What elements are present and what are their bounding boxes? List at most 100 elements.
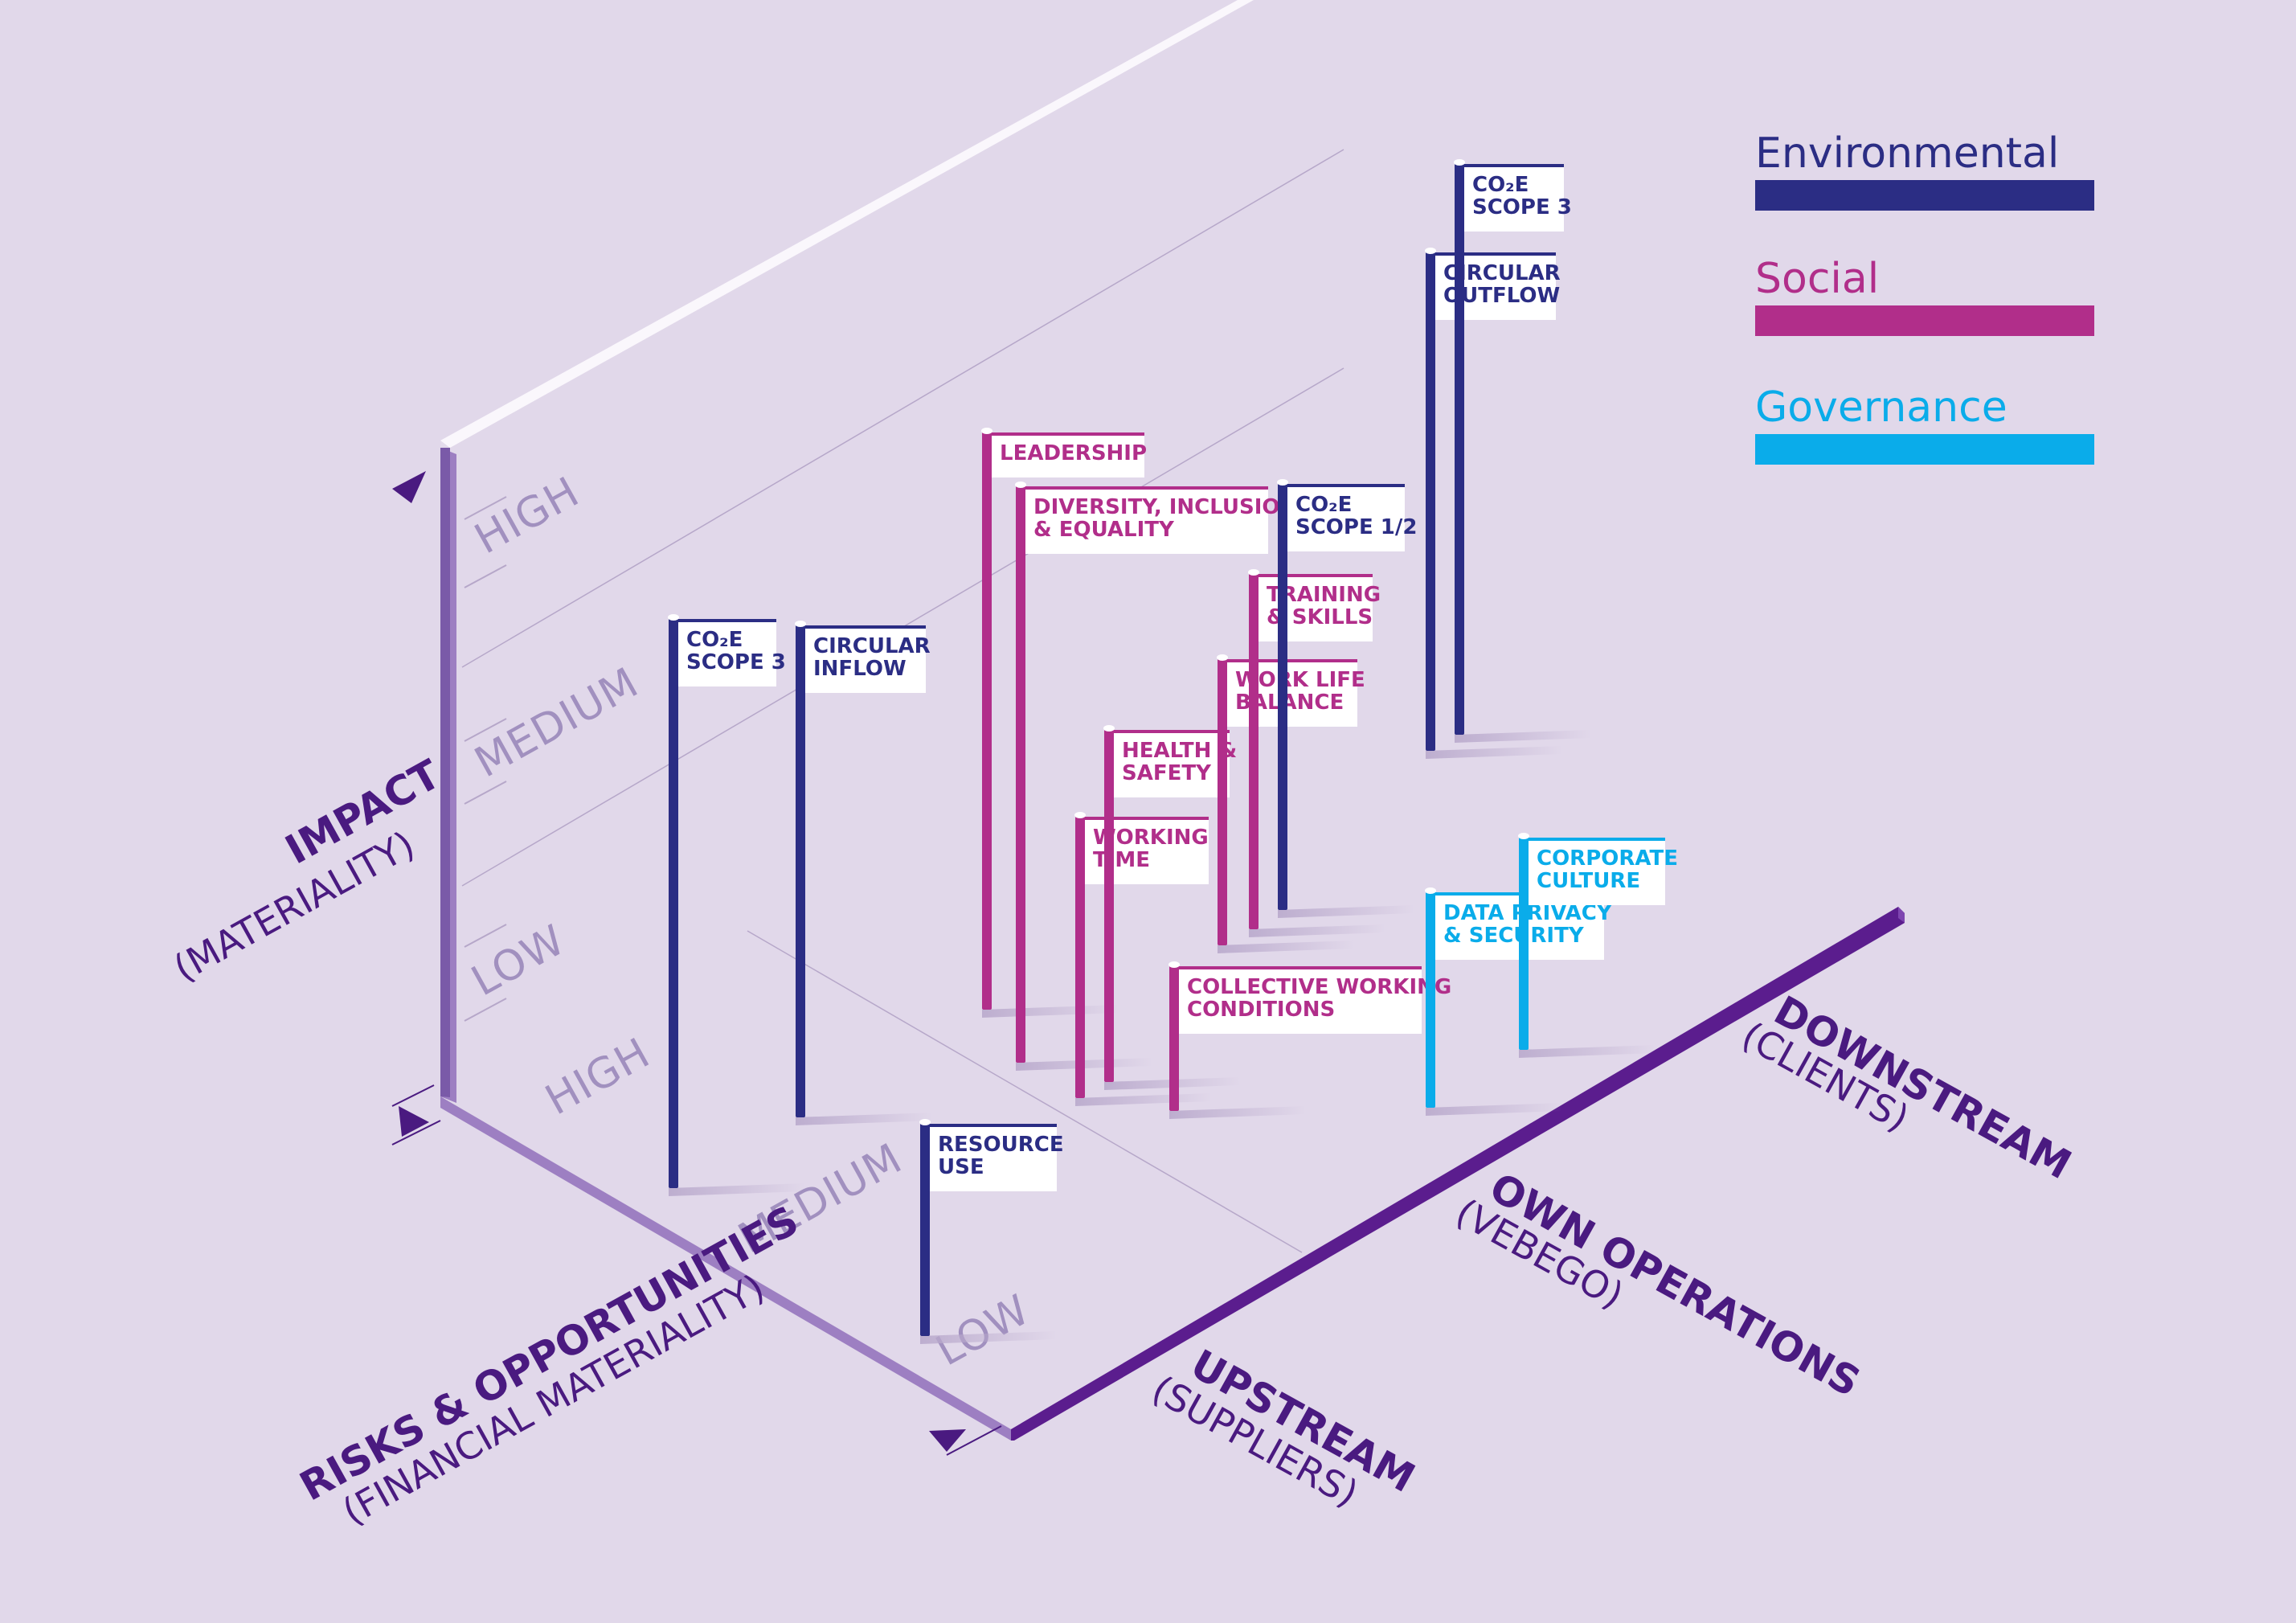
flag-shadow (1249, 924, 1385, 937)
risks-axis-arrow (929, 1429, 966, 1452)
flag-banner (678, 619, 776, 686)
flag-label-line: USE (938, 1155, 984, 1179)
flag-pole (1278, 482, 1287, 910)
flag-banner (1259, 574, 1373, 641)
flag-label-line: CULTURE (1537, 869, 1640, 893)
flag-pole (1169, 965, 1179, 1111)
flag-label-line: INFLOW (813, 657, 907, 681)
risks-axis-subtitle: (FINANCIAL MATERIALITY) (335, 1265, 771, 1534)
flag-banner-edge (1025, 486, 1268, 490)
flag-banner (805, 625, 926, 693)
flag-label-line: SCOPE 1/2 (1295, 515, 1417, 539)
flag-banner-edge (930, 1124, 1057, 1127)
legend-item-env: Environmental (1755, 129, 2094, 211)
flag-shadow (1426, 746, 1562, 759)
impact-axis (391, 448, 507, 1146)
flag-label-line: SCOPE 3 (686, 650, 786, 674)
impact-level-high: HIGH (467, 468, 587, 564)
flag-pole-cap (1074, 812, 1086, 818)
flag-shadow (1278, 905, 1414, 918)
flag-pole (669, 617, 678, 1188)
flag-pole-cap (668, 614, 679, 621)
flag-shadow (1519, 1045, 1655, 1058)
risks-axis-title: RISKS & OPPORTUNITIES (293, 1197, 806, 1510)
flag-pole (796, 624, 805, 1117)
risks-axis (440, 1096, 1011, 1456)
legend-bar-gov (1755, 434, 2094, 465)
flag-shadow (1218, 941, 1354, 953)
flag-banner-edge (678, 619, 776, 622)
impact-axis-arrow-top (392, 471, 426, 503)
flag-shadow (1426, 1103, 1562, 1116)
flag-pole-cap (795, 621, 806, 627)
flag-banner-edge (1529, 838, 1665, 841)
flag-label-line: & EQUALITY (1033, 518, 1175, 542)
value-chain-axis (1011, 907, 1905, 1441)
flag-pole (1455, 162, 1464, 735)
flag-pole-cap (1103, 725, 1115, 732)
legend-label-soc: Social (1755, 255, 1879, 303)
flag-label-line: COLLECTIVE WORKING (1187, 975, 1451, 999)
flag-pole (1249, 572, 1259, 929)
flag-pole-cap (919, 1119, 931, 1125)
flag-shadow (920, 1331, 1057, 1344)
flag-pole (1426, 891, 1435, 1108)
flag-banner-edge (1259, 574, 1373, 577)
flag-diversity-inclusion-equality-4: DIVERSITY, INCLUSION& EQUALITY (1015, 482, 1297, 1071)
flag-pole-cap (1454, 159, 1465, 166)
flag-label-line: RESOURCE (938, 1133, 1064, 1157)
flag-pole-cap (981, 428, 992, 434)
flag-pole (1016, 485, 1025, 1063)
legend-label-env: Environmental (1755, 129, 2059, 178)
legend-label-gov: Governance (1755, 383, 2007, 432)
flag-label-line: CORPORATE (1537, 846, 1678, 871)
flag-banner (930, 1124, 1057, 1191)
flag-pole-cap (1217, 654, 1228, 661)
flag-pole (982, 431, 992, 1010)
flag-pole-cap (1518, 833, 1529, 839)
flag-shadow (1075, 1093, 1212, 1106)
flag-health-safety-6: HEALTH &SAFETY (1103, 725, 1241, 1090)
flag-label-line: CO₂E (1295, 493, 1352, 517)
flag-shadow (796, 1113, 932, 1125)
flag-pole-cap (1248, 569, 1259, 576)
impact-level-low: LOW (464, 916, 573, 1006)
flag-banner (1114, 730, 1230, 797)
flag-pole-cap (1015, 482, 1026, 488)
flag-banner (1529, 838, 1665, 905)
impact-level-medium: MEDIUM (467, 658, 646, 787)
flag-training-skills-9: TRAINING& SKILLS (1248, 569, 1385, 937)
flag-label-line: SCOPE 3 (1472, 195, 1572, 219)
flag-label-line: & SECURITY (1443, 924, 1585, 948)
value-chain-title-own-operations: OWN OPERATIONS (1482, 1164, 1868, 1406)
flag-banner-edge (1435, 252, 1556, 256)
flag-pole (1519, 836, 1529, 1050)
flag-label-line: CONDITIONS (1187, 998, 1335, 1022)
flag-shadow (1455, 730, 1591, 743)
flag-banner-edge (1179, 966, 1422, 969)
flag-pole-cap (1168, 961, 1180, 968)
flag-banner-edge (1464, 164, 1564, 167)
flag-data-privacy-security-11: DATA PRIVACY& SECURITY (1425, 887, 1613, 1116)
flag-pole (1426, 251, 1435, 751)
flag-banner (1287, 484, 1405, 551)
flag-pole (1075, 815, 1085, 1098)
risks-level-low: LOW (928, 1286, 1037, 1376)
flag-pole-cap (1425, 248, 1436, 254)
flag-pole (1104, 728, 1114, 1082)
legend-bar-soc (1755, 305, 2094, 336)
flag-banner-edge (1287, 484, 1405, 487)
flag-banner (1179, 966, 1422, 1034)
flag-banner (992, 432, 1144, 477)
legend-bar-env (1755, 180, 2094, 211)
flag-label-line: TIME (1093, 848, 1150, 872)
flag-shadow (669, 1183, 805, 1196)
legend-item-gov: Governance (1755, 383, 2094, 465)
